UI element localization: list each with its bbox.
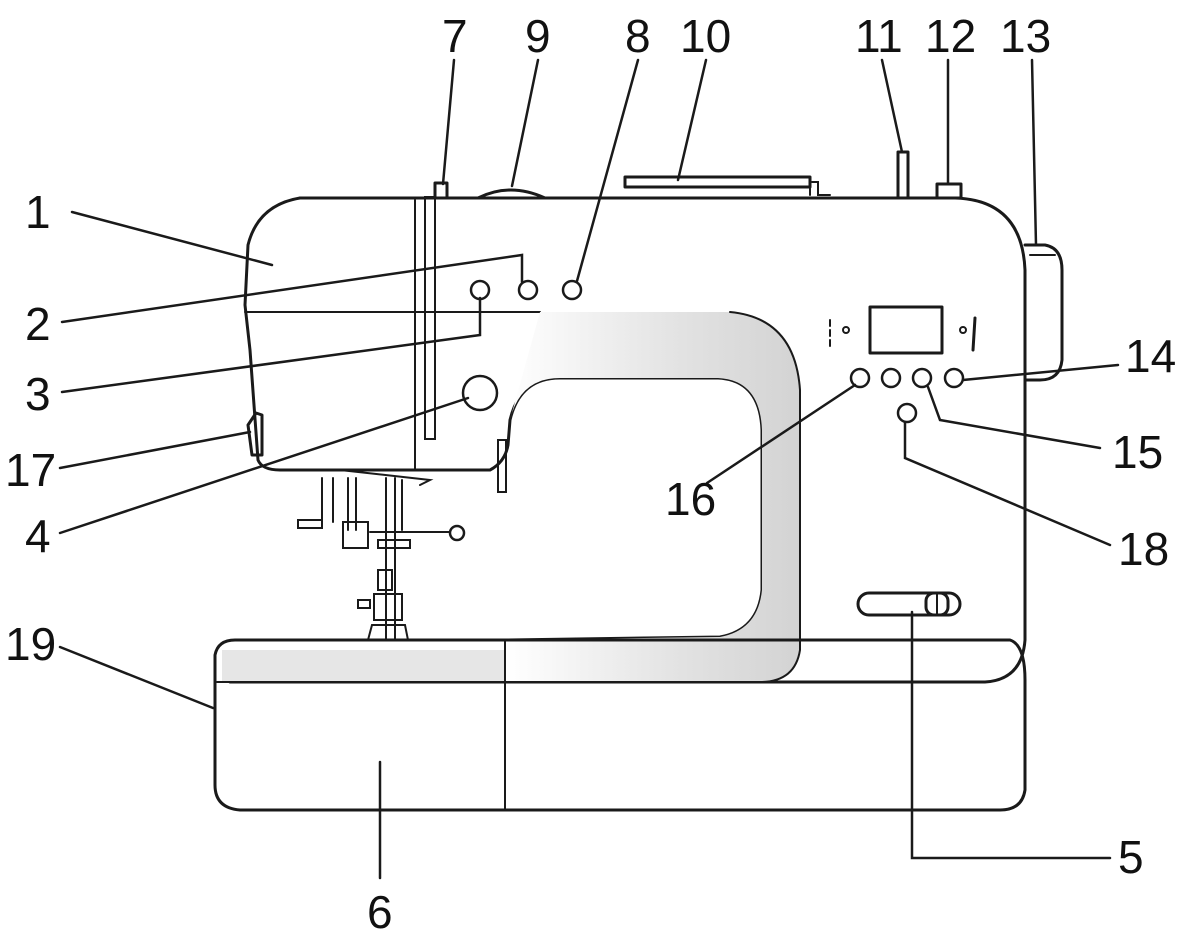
callout-8: 8 bbox=[625, 10, 651, 62]
callout-17: 17 bbox=[5, 444, 56, 496]
leader-19 bbox=[58, 645, 215, 710]
hand-wheel bbox=[1023, 243, 1064, 382]
speed-slider bbox=[856, 591, 962, 617]
needle-assembly bbox=[297, 439, 507, 641]
callout-5: 5 bbox=[1118, 831, 1144, 883]
leader-3 bbox=[60, 296, 482, 394]
leader-5 bbox=[910, 610, 1112, 860]
callout-11: 11 bbox=[855, 10, 903, 62]
callout-14: 14 bbox=[1125, 330, 1176, 382]
callout-2: 2 bbox=[25, 298, 51, 350]
reverse-lever bbox=[246, 411, 264, 457]
callout-7: 7 bbox=[442, 10, 468, 62]
leader-17 bbox=[58, 430, 252, 470]
callout-15: 15 bbox=[1112, 426, 1163, 478]
leader-16 bbox=[705, 383, 857, 485]
head-buttons bbox=[461, 279, 583, 412]
callout-9: 9 bbox=[525, 10, 551, 62]
callout-16: 16 bbox=[665, 473, 716, 525]
callout-13: 13 bbox=[1000, 10, 1051, 62]
callout-4: 4 bbox=[25, 510, 51, 562]
leader-15 bbox=[926, 385, 1102, 450]
callout-18: 18 bbox=[1118, 523, 1169, 575]
callout-1: 1 bbox=[25, 186, 51, 238]
leader-14 bbox=[961, 363, 1120, 382]
leader-11 bbox=[880, 58, 904, 154]
callout-6: 6 bbox=[367, 886, 393, 938]
leader-9 bbox=[510, 58, 540, 188]
bed bbox=[213, 638, 1027, 812]
callout-19: 19 bbox=[5, 618, 56, 670]
leader-7 bbox=[441, 58, 456, 186]
arm-shade bbox=[505, 312, 800, 682]
callout-3: 3 bbox=[25, 368, 51, 420]
leader-lines bbox=[58, 58, 1120, 880]
callout-12: 12 bbox=[925, 10, 976, 62]
leader-18 bbox=[903, 420, 1112, 547]
callout-labels: 1 2 3 4 5 6 7 8 9 10 11 12 13 14 15 16 1… bbox=[5, 10, 1176, 938]
leader-8 bbox=[575, 58, 640, 283]
leader-13 bbox=[1030, 58, 1038, 247]
machine-body bbox=[228, 196, 1027, 684]
leader-4 bbox=[58, 396, 470, 535]
callout-10: 10 bbox=[680, 10, 731, 62]
leader-2 bbox=[60, 253, 524, 324]
leader-1 bbox=[70, 210, 274, 267]
control-panel bbox=[829, 305, 977, 424]
leader-10 bbox=[676, 58, 708, 182]
